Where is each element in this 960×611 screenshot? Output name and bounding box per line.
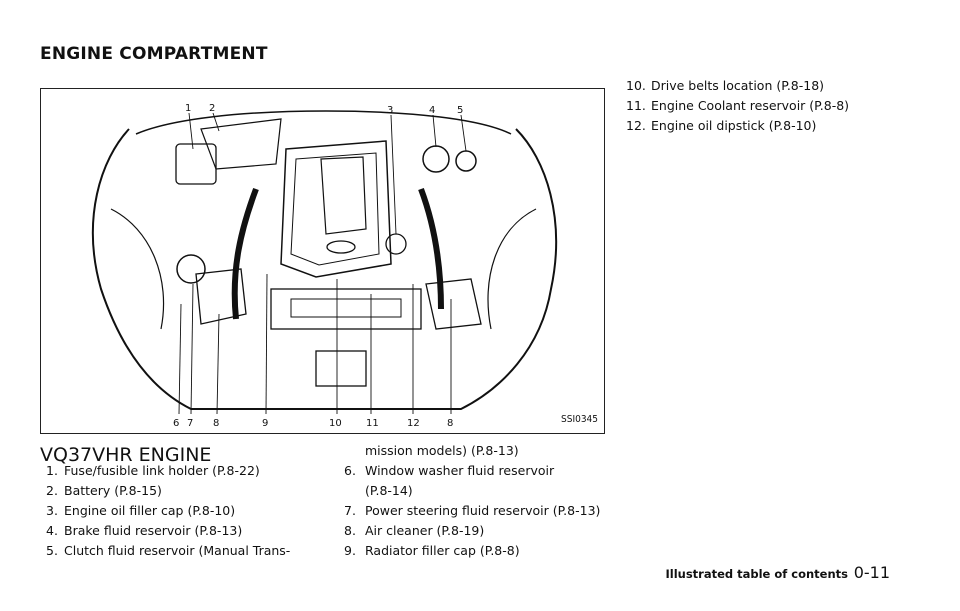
item-list-column-1: 1. Fuse/fusible link holder (P.8-22) 2. Ba… — [46, 461, 316, 561]
item-number: 9. — [344, 543, 356, 558]
item-number: 10. — [626, 78, 646, 93]
item-list-column-3: 10. Drive belts location (P.8-18) 11. Engi… — [626, 76, 926, 136]
section-title: ENGINE COMPARTMENT — [40, 44, 268, 64]
item-text: Window washer fluid reservoir — [365, 463, 555, 478]
list-item: 9. Radiator filler cap (P.8-8) — [344, 541, 614, 561]
list-item: 2. Battery (P.8-15) — [46, 481, 316, 501]
item-text: Radiator filler cap (P.8-8) — [365, 543, 520, 558]
item-text: Clutch fluid reservoir (Manual Trans- — [64, 543, 291, 558]
item-text: Drive belts location (P.8-18) — [651, 78, 825, 93]
item-number: 4. — [46, 523, 58, 538]
list-item: 6. Window washer fluid reservoir — [344, 461, 614, 481]
item-number: 8. — [344, 523, 356, 538]
list-item: 1. Fuse/fusible link holder (P.8-22) — [46, 461, 316, 481]
list-item: mission models) (P.8-13) — [344, 441, 614, 461]
item-text: mission models) (P.8-13) — [365, 443, 519, 458]
list-item: 3. Engine oil filler cap (P.8-10) — [46, 501, 316, 521]
list-item: 12. Engine oil dipstick (P.8-10) — [626, 116, 926, 136]
callout-12: 12 — [407, 418, 420, 429]
callout-1: 1 — [185, 103, 191, 114]
list-item: 5. Clutch fluid reservoir (Manual Trans- — [46, 541, 316, 561]
item-text: Battery (P.8-15) — [64, 483, 162, 498]
item-text: Fuse/fusible link holder (P.8-22) — [64, 463, 260, 478]
list-item: (P.8-14) — [344, 481, 614, 501]
item-number: 11. — [626, 98, 646, 113]
callout-8b: 8 — [447, 418, 453, 429]
footer-section-label: Illustrated table of contents — [665, 567, 848, 581]
item-number: 2. — [46, 483, 58, 498]
list-item: 11. Engine Coolant reservoir (P.8-8) — [626, 96, 926, 116]
list-item: 8. Air cleaner (P.8-19) — [344, 521, 614, 541]
callout-11: 11 — [366, 418, 379, 429]
item-number: 1. — [46, 463, 58, 478]
callout-7: 7 — [187, 418, 193, 429]
list-item: 10. Drive belts location (P.8-18) — [626, 76, 926, 96]
page-number: 0-11 — [853, 563, 890, 582]
callout-2: 2 — [209, 103, 215, 114]
item-text: Brake fluid reservoir (P.8-13) — [64, 523, 243, 538]
item-text: Engine oil dipstick (P.8-10) — [651, 118, 817, 133]
item-text: Power steering fluid reservoir (P.8-13) — [365, 503, 601, 518]
list-item: 4. Brake fluid reservoir (P.8-13) — [46, 521, 316, 541]
item-number: 5. — [46, 543, 58, 558]
item-text: Air cleaner (P.8-19) — [365, 523, 485, 538]
item-number: 3. — [46, 503, 58, 518]
callout-6: 6 — [173, 418, 179, 429]
callout-4: 4 — [429, 105, 435, 116]
item-number: 7. — [344, 503, 356, 518]
figure-code: SSI0345 — [561, 414, 598, 425]
callout-8: 8 — [213, 418, 219, 429]
item-text: (P.8-14) — [365, 483, 413, 498]
item-list-column-2: mission models) (P.8-13) 6. Window washer… — [344, 441, 614, 561]
engine-diagram: 1 2 3 4 5 6 7 8 9 10 11 12 8 SSI0345 — [40, 88, 605, 434]
item-number: 12. — [626, 118, 646, 133]
callout-10: 10 — [329, 418, 342, 429]
engine-line-drawing: 1 2 3 4 5 6 7 8 9 10 11 12 8 — [91, 103, 558, 429]
item-number: 6. — [344, 463, 356, 478]
callout-9: 9 — [262, 418, 268, 429]
list-item: 7. Power steering fluid reservoir (P.8-13… — [344, 501, 614, 521]
callout-3: 3 — [387, 105, 393, 116]
item-text: Engine oil filler cap (P.8-10) — [64, 503, 236, 518]
callout-5: 5 — [457, 105, 463, 116]
engine-title: VQ37VHR ENGINE — [40, 444, 212, 466]
item-text: Engine Coolant reservoir (P.8-8) — [651, 98, 850, 113]
